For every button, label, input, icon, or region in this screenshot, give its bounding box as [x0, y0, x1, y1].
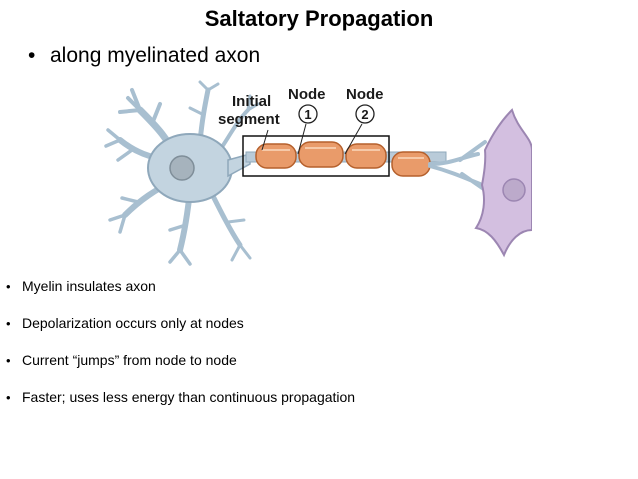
- bullet-marker: •: [6, 353, 11, 368]
- neuron-dendrites: [104, 80, 260, 266]
- node-2-number: 2: [361, 107, 368, 122]
- myelin-sheath: [255, 141, 431, 177]
- subtitle-text: along myelinated axon: [50, 44, 261, 67]
- myelin-segment: [391, 151, 431, 177]
- bullet-text: Depolarization occurs only at nodes: [22, 315, 244, 331]
- bullet-marker: •: [28, 44, 36, 67]
- node-2-badge: [355, 104, 375, 124]
- node-2-leader-line: [344, 123, 363, 155]
- slide-subtitle: • along myelinated axon: [28, 44, 260, 68]
- node-1-leader-line: [297, 123, 307, 155]
- bullet-text: Faster; uses less energy than continuous…: [22, 389, 356, 405]
- highlight-box: [242, 135, 390, 177]
- bullet-marker: •: [6, 279, 11, 294]
- myelin-segment: [255, 143, 297, 169]
- initial-label-line2: segment: [218, 111, 280, 128]
- bullet-item: • Depolarization occurs only at nodes: [6, 315, 355, 352]
- bullet-item: • Current “jumps” from node to node: [6, 352, 355, 389]
- myelin-segment: [345, 143, 387, 169]
- node-1-number: 1: [304, 107, 311, 122]
- bullet-text: Myelin insulates axon: [22, 278, 156, 294]
- bullet-item: • Faster; uses less energy than continuou…: [6, 389, 355, 426]
- target-cell: [474, 108, 532, 258]
- bullet-marker: •: [6, 316, 11, 331]
- target-nucleus: [502, 178, 526, 202]
- initial-label-line1: Initial: [232, 93, 271, 110]
- bullet-marker: •: [6, 390, 11, 405]
- axon-terminal-branches: [428, 140, 490, 194]
- myelin-segment: [298, 141, 344, 168]
- node-1-badge: [298, 104, 318, 124]
- bullet-item: • Myelin insulates axon: [6, 278, 355, 315]
- node-1-label: Node: [288, 86, 326, 103]
- node-2-label: Node: [346, 86, 384, 103]
- bullet-text: Current “jumps” from node to node: [22, 352, 237, 368]
- bullet-list: • Myelin insulates axon • Depolarization o…: [6, 278, 355, 426]
- neuron-nucleus: [169, 155, 195, 181]
- initial-leader-line: [261, 129, 269, 151]
- slide-title: Saltatory Propagation: [204, 6, 434, 31]
- myelinated-neuron-diagram: Initial segment Node 1 Node 2: [104, 80, 532, 266]
